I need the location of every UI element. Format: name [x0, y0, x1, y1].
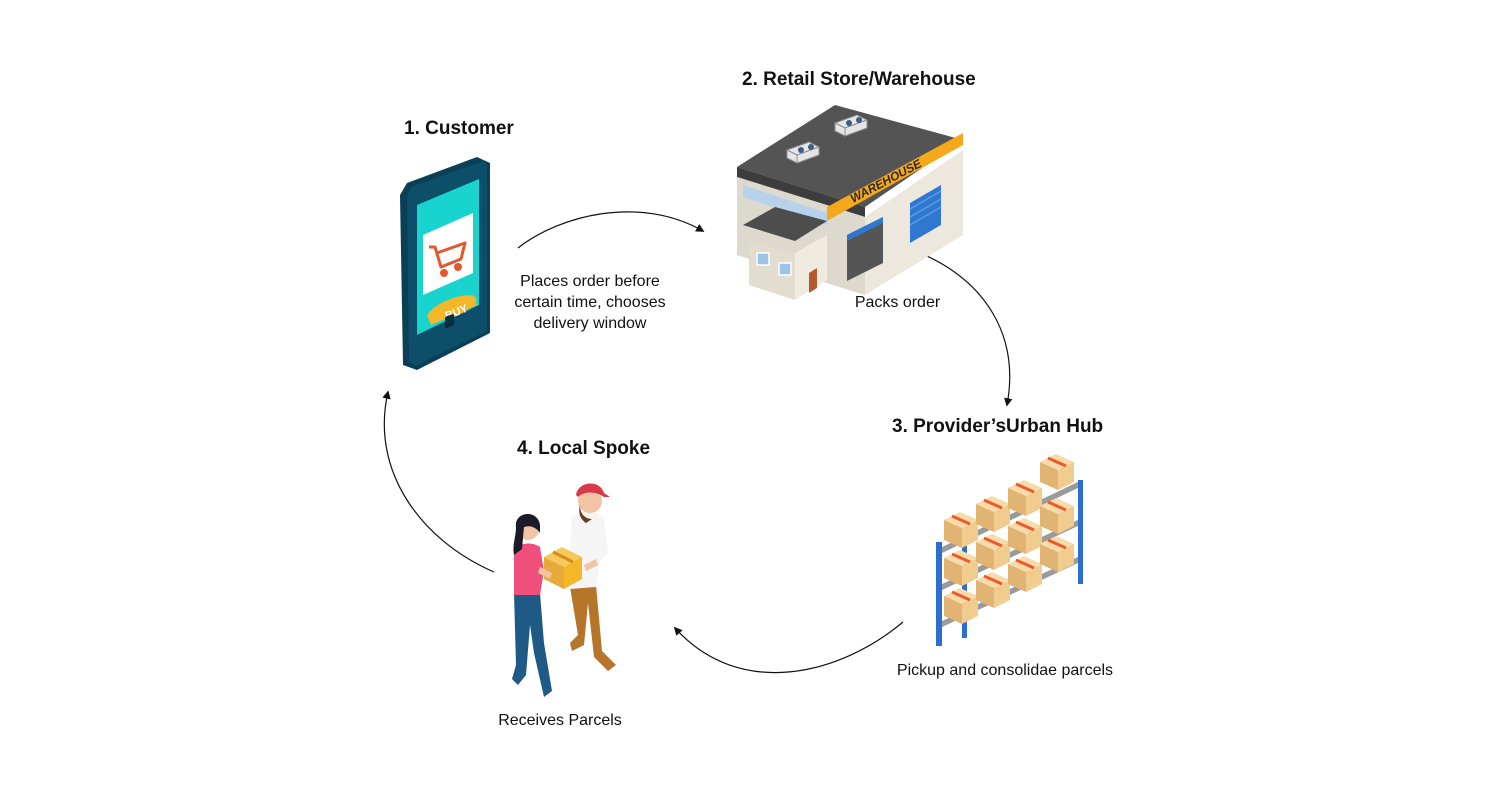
warehouse-illustration: WAREHOUSE — [737, 105, 963, 300]
cart-icon — [429, 241, 467, 277]
hub-title: 3. Provider’sUrban Hub — [892, 416, 1104, 437]
caption-line: delivery window — [533, 315, 647, 332]
caption-line: certain time, chooses — [514, 294, 666, 311]
shelf-illustration — [936, 454, 1083, 646]
parcel-box — [544, 547, 582, 589]
arrow-spoke-to-customer — [382, 390, 495, 573]
packs-order-caption: Packs order — [854, 294, 941, 311]
recipient-figure — [512, 513, 552, 697]
caption-line: Places order before — [520, 273, 660, 290]
arrow-customer-to-warehouse — [517, 211, 705, 249]
arrow-hub-to-spoke — [673, 621, 904, 674]
receives-caption: Receives Parcels — [498, 712, 622, 729]
spoke-title: 4. Local Spoke — [517, 438, 651, 459]
parcel-boxes — [944, 454, 1074, 624]
customer-title: 1. Customer — [404, 118, 514, 139]
pickup-caption: Pickup and consolidae parcels — [896, 662, 1114, 679]
phone-illustration: BUY — [400, 157, 490, 370]
arrow-warehouse-to-hub — [917, 251, 1013, 407]
places-order-caption: Places order before certain time, choose… — [500, 271, 680, 334]
warehouse-title: 2. Retail Store/Warehouse — [742, 69, 976, 90]
people-illustration — [512, 483, 616, 697]
